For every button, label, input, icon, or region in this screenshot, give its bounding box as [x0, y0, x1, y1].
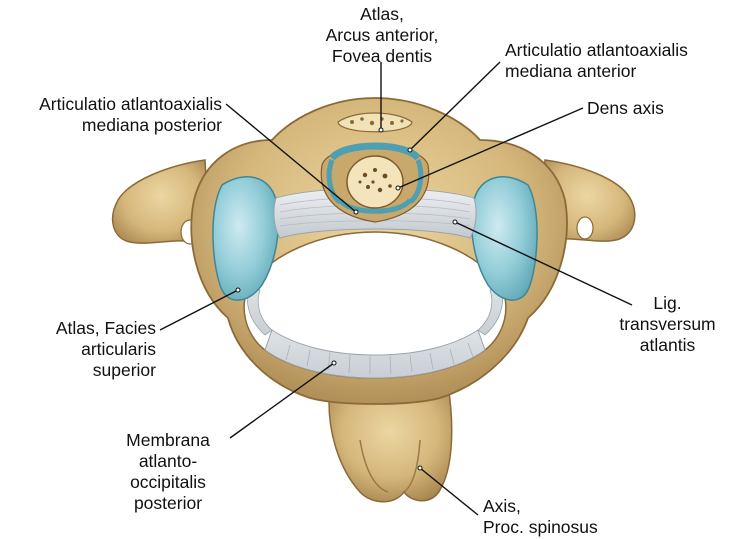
label-artic-mediana-anterior: Articulatio atlantoaxialis mediana anter…	[505, 40, 688, 82]
axis-spinous-process	[328, 384, 453, 503]
leader-artic-posterior	[225, 103, 357, 213]
label-line: Atlas, Facies	[55, 318, 156, 338]
label-lig-transversum: Lig. transversum atlantis	[598, 293, 737, 356]
label-line: articularis	[81, 339, 156, 359]
leader-lines	[159, 61, 633, 516]
label-membrana-posterior: Membrana atlanto- occipitalis posterior	[108, 430, 228, 514]
leader-facies	[159, 289, 239, 331]
label-line: superior	[92, 360, 156, 380]
label-line: posterior	[133, 493, 203, 513]
leader-dens	[397, 107, 584, 189]
label-line: mediana posterior	[81, 115, 222, 135]
label-line: Fovea dentis	[331, 46, 433, 66]
label-line: atlantis	[639, 335, 696, 355]
dens-axis	[346, 155, 404, 209]
label-dens-axis: Dens axis	[587, 98, 664, 119]
label-artic-mediana-posterior: Articulatio atlantoaxialis mediana poste…	[0, 94, 222, 136]
leader-membrana	[229, 362, 335, 439]
label-line: Axis,	[483, 496, 521, 516]
membrana-posterior	[247, 284, 503, 379]
label-line: transversum	[619, 314, 716, 334]
label-line: Articulatio atlantoaxialis	[505, 40, 688, 60]
label-facies-articularis: Atlas, Facies articularis superior	[0, 318, 156, 381]
label-atlas-arcus-anterior: Atlas, Arcus anterior, Fovea dentis	[232, 4, 532, 67]
label-line: Arcus anterior,	[325, 25, 439, 45]
label-line: Dens axis	[587, 98, 664, 118]
label-line: Lig.	[653, 293, 682, 313]
atlas-bone	[111, 97, 636, 405]
leader-axis-proc	[419, 467, 479, 516]
label-line: Proc. spinosus	[483, 517, 598, 537]
label-line: Articulatio atlantoaxialis	[39, 94, 222, 114]
facies-articularis-superior	[212, 176, 538, 301]
label-line: mediana anterior	[505, 61, 637, 81]
leader-artic-anterior	[409, 61, 501, 151]
label-line: atlanto-	[138, 451, 198, 471]
label-axis-proc-spinosus: Axis, Proc. spinosus	[483, 496, 598, 538]
label-line: Membrana	[126, 430, 210, 450]
label-line: occipitalis	[130, 472, 206, 492]
label-line: Atlas,	[360, 4, 404, 24]
leader-lig	[454, 221, 633, 306]
